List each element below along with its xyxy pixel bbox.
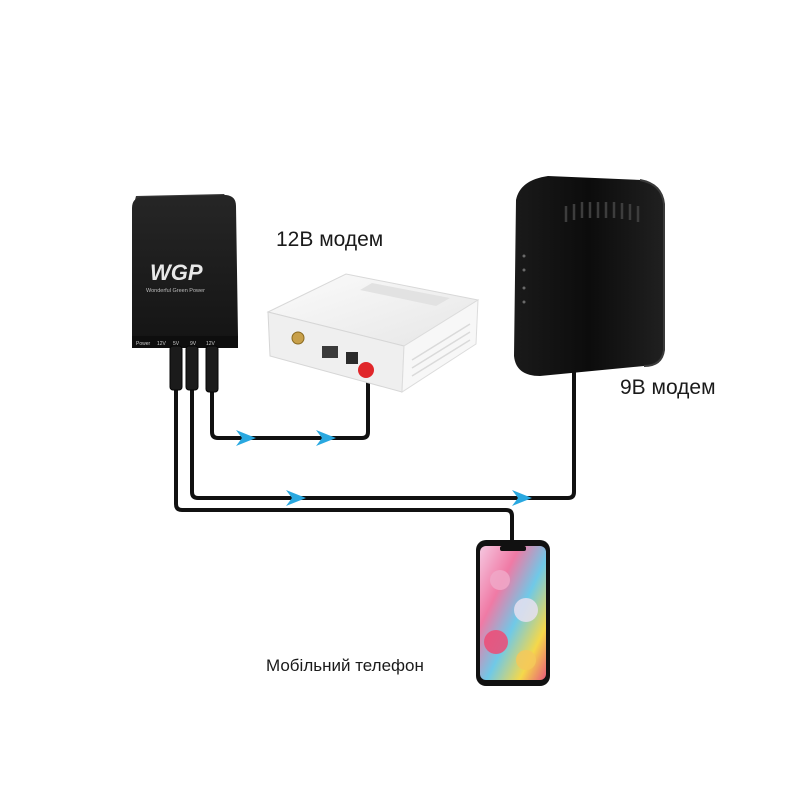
modem-12v <box>266 273 480 393</box>
dc-plug-9v <box>185 345 199 391</box>
modem-12v-side-vents <box>411 323 471 377</box>
ups-port-strip <box>132 336 238 348</box>
mini-ups: WGP Wonderful Green Power Power 12V 5V 9… <box>132 194 238 393</box>
ups-port-label: 9V <box>190 341 197 347</box>
ups-port-label: 12V <box>206 341 216 347</box>
modem-9v-edge <box>639 179 665 367</box>
modem-12v-side <box>401 299 479 393</box>
power-button-icon <box>358 362 374 378</box>
ups-port-labels: Power 12V 5V 9V 12V <box>136 341 216 347</box>
dc-plug-12v <box>205 345 219 393</box>
arrow-icon <box>316 430 336 446</box>
modem-9v-body <box>514 176 664 376</box>
flower-art <box>514 598 538 622</box>
modem-12v-label: 12В модем <box>276 228 384 251</box>
arrow-icon <box>512 490 532 506</box>
modem-12v-vent <box>360 283 450 306</box>
cable-12v-modem <box>210 376 370 440</box>
phone-label: Мобільний телефон <box>266 656 424 675</box>
mobile-phone <box>476 540 550 686</box>
ethernet-port-icon <box>322 346 338 358</box>
antenna-port-icon <box>291 331 305 345</box>
modem-9v <box>514 176 665 376</box>
flower-art <box>484 630 508 654</box>
arrow-icon <box>286 490 306 506</box>
status-led-icon <box>522 300 526 304</box>
dc-in-port-icon <box>346 352 358 364</box>
cable-9v-modem <box>190 368 576 500</box>
modem-9v-vents <box>564 202 640 222</box>
arrow-icon <box>236 430 256 446</box>
ups-tagline: Wonderful Green Power <box>146 288 205 294</box>
status-led-icon <box>522 254 526 258</box>
ups-body <box>132 195 238 346</box>
status-led-icon <box>522 268 526 272</box>
ups-logo: WGP <box>150 260 203 285</box>
flow-arrows <box>236 430 532 506</box>
modem-9v-leds <box>522 254 526 304</box>
flower-art <box>516 650 536 670</box>
phone-notch <box>500 546 526 551</box>
dc-plug-5v <box>169 345 183 391</box>
ups-port-label: 12V <box>157 341 167 347</box>
status-led-icon <box>522 286 526 290</box>
cables <box>174 368 576 547</box>
flower-art <box>490 570 510 590</box>
ups-port-label: 5V <box>173 341 180 347</box>
ups-port-label: Power <box>136 341 151 347</box>
modem-9v-label: 9В модем <box>620 376 716 399</box>
cable-5v-phone <box>174 388 514 547</box>
ups-plugs <box>169 345 219 393</box>
